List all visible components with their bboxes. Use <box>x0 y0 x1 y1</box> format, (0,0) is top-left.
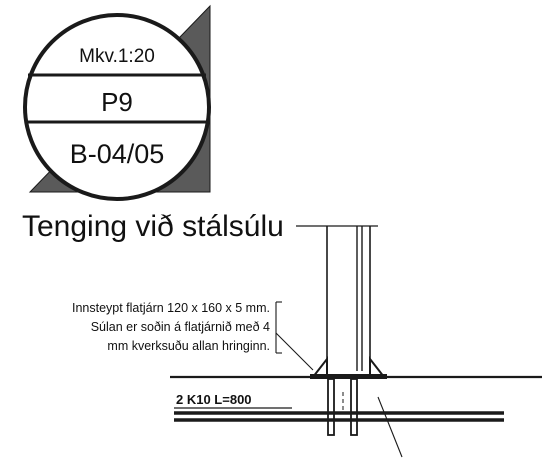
anchor-studs <box>327 378 358 436</box>
plate-note-line-2: Súlan er soðin á flatjárnið með 4 <box>91 320 270 334</box>
plate-note-line-3: mm kverksuðu allan hringinn. <box>107 339 270 353</box>
stud-leader-line <box>377 396 403 458</box>
anchor-stud-left <box>327 378 335 436</box>
badge-scale-label: Mkv.1:20 <box>79 46 155 67</box>
rebar-group <box>174 407 504 422</box>
callout-leader-line <box>275 332 314 371</box>
badge-sheet-ref: B-04/05 <box>70 139 165 169</box>
plate-callout: Innsteypt flatjárn 120 x 160 x 5 mm. Súl… <box>72 301 314 371</box>
badge-circle <box>23 13 211 201</box>
plate-note-line-1: Innsteypt flatjárn 120 x 160 x 5 mm. <box>72 301 270 315</box>
badge-detail-id: P9 <box>101 87 133 117</box>
steel-column <box>296 225 378 371</box>
rebar-label: 2 K10 L=800 <box>176 392 252 407</box>
detail-reference-badge: Mkv.1:20 P9 B-04/05 <box>23 4 211 201</box>
anchor-stud-right <box>350 378 358 436</box>
detail-title: Tenging við stálsúlu <box>22 210 284 243</box>
